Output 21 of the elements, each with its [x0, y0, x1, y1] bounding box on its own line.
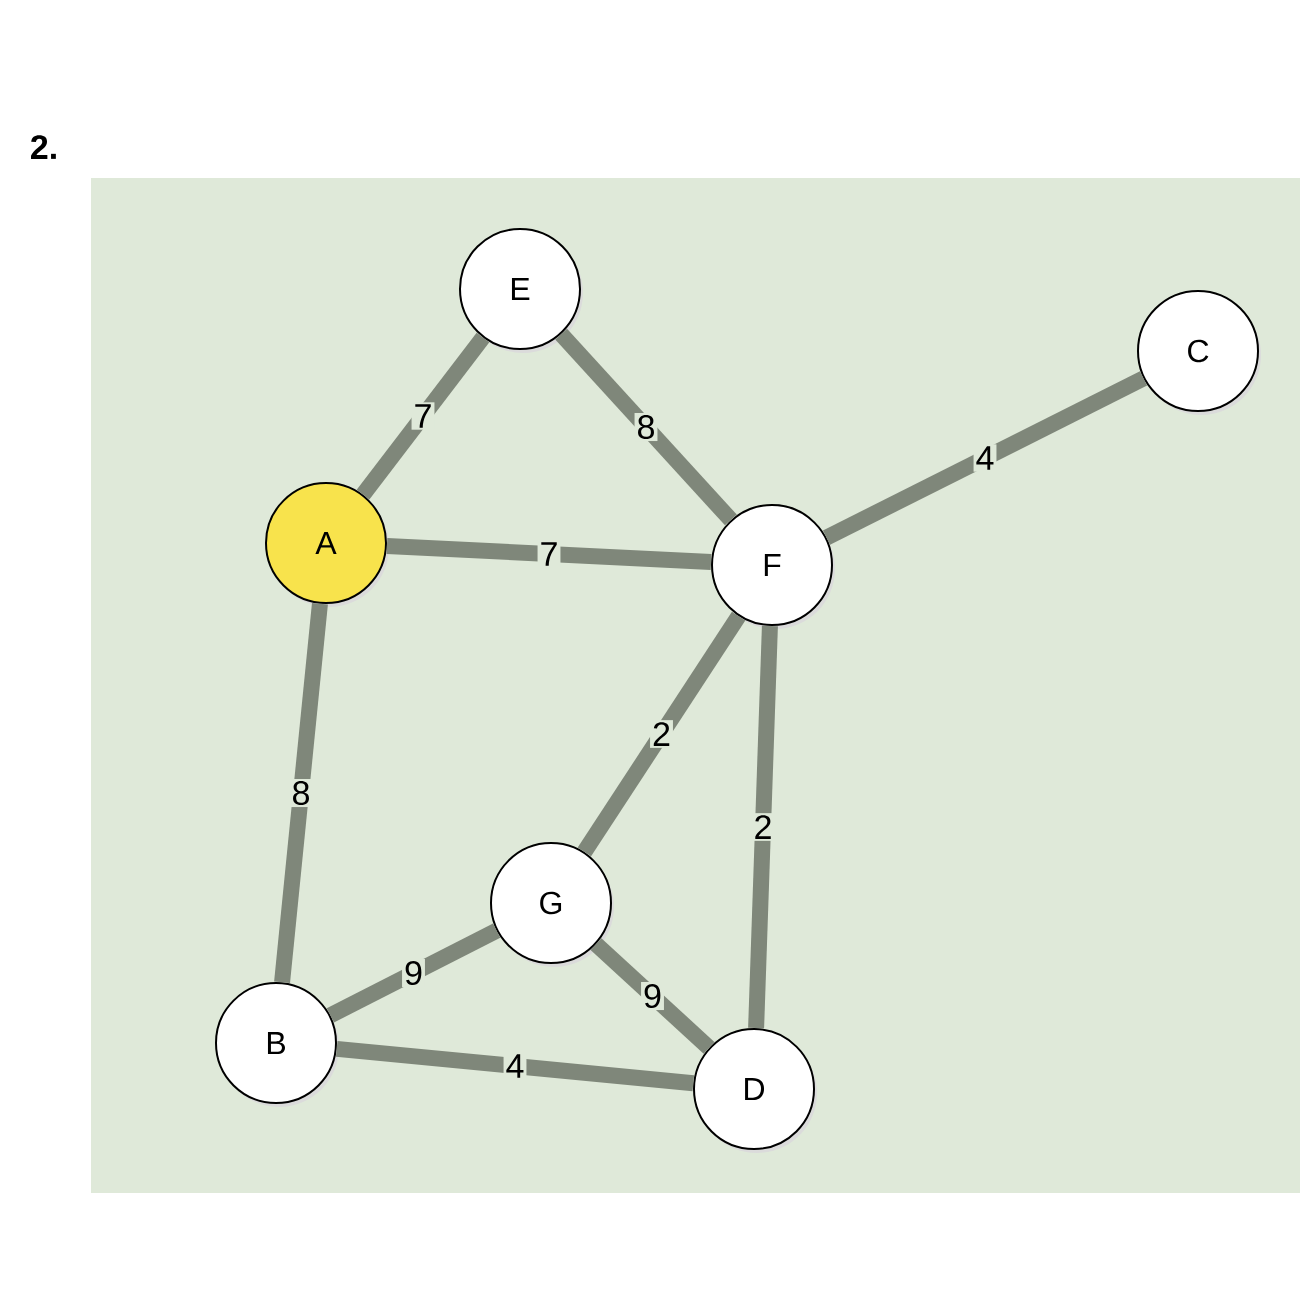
edge-line — [326, 923, 501, 1023]
edge-line — [748, 625, 778, 1029]
edge-weight: 4 — [506, 1054, 524, 1078]
edge-weight: 7 — [415, 404, 431, 428]
edge-line — [555, 328, 737, 526]
edge-weight: 9 — [405, 960, 422, 986]
edge-line — [577, 611, 746, 857]
edge-weight: 8 — [293, 780, 309, 806]
edge-weight: 4 — [976, 446, 994, 470]
edge-line — [356, 332, 490, 500]
edge-line — [590, 938, 715, 1054]
edge-line — [386, 538, 712, 570]
title: 2. — [31, 135, 56, 159]
edge-weight: 7 — [541, 542, 557, 566]
edge-weight: 8 — [638, 414, 654, 440]
edge-weight: 2 — [755, 815, 771, 839]
edge-line — [335, 1040, 695, 1092]
edge-weight: 2 — [653, 722, 670, 746]
edge-line — [274, 602, 328, 984]
edge-line — [822, 371, 1148, 545]
edge-weight: 9 — [644, 983, 661, 1009]
